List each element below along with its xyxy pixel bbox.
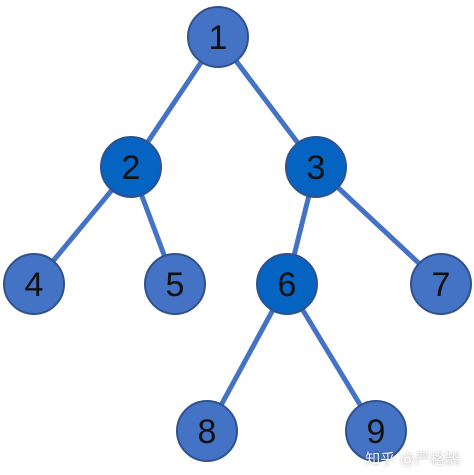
node-label-5: 5 [166,266,185,304]
node-label-8: 8 [198,413,217,451]
node-circle-5 [144,253,206,315]
node-label-2: 2 [122,149,141,187]
tree-node-9: 9 [345,400,407,462]
node-label-7: 7 [432,266,451,304]
node-circle-6 [256,253,318,315]
node-circle-3 [285,136,347,198]
tree-node-6: 6 [256,253,318,315]
tree-node-3: 3 [285,136,347,198]
tree-nodes: 1 2 3 4 5 6 7 8 9 [3,6,472,462]
node-circle-7 [410,253,472,315]
node-label-1: 1 [209,19,228,57]
watermark-text: 知乎 @严格鹄 [365,450,460,468]
node-label-9: 9 [367,413,386,451]
node-label-3: 3 [307,149,326,187]
node-circle-8 [176,400,238,462]
tree-node-7: 7 [410,253,472,315]
node-circle-4 [3,253,65,315]
node-label-4: 4 [25,266,44,304]
tree-node-8: 8 [176,400,238,462]
node-circle-1 [187,6,249,68]
tree-node-2: 2 [100,136,162,198]
node-circle-2 [100,136,162,198]
node-label-6: 6 [278,266,297,304]
tree-node-4: 4 [3,253,65,315]
node-circle-9 [345,400,407,462]
tree-edges [32,35,443,433]
tree-node-1: 1 [187,6,249,68]
tree-node-5: 5 [144,253,206,315]
